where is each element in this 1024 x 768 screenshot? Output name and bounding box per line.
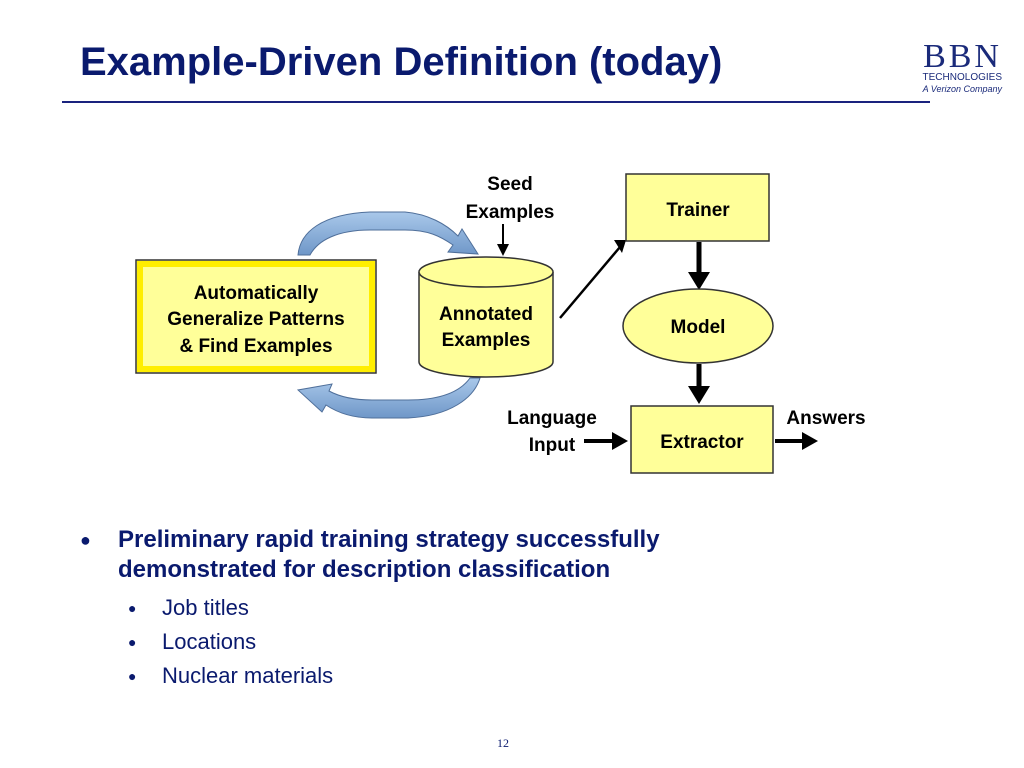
logo-subtitle: TECHNOLOGIES bbox=[922, 72, 1002, 83]
annotated-examples-cylinder: Annotated Examples bbox=[418, 256, 554, 378]
annotated-to-trainer-arrowhead bbox=[614, 240, 626, 253]
model-to-extractor-arrowhead bbox=[688, 386, 710, 404]
answers-arrowhead bbox=[802, 432, 818, 450]
cycle-arrow-top bbox=[297, 211, 479, 256]
seed-label-line-2: Examples bbox=[466, 202, 555, 223]
input-arrowhead bbox=[612, 432, 628, 450]
trainer-to-model-arrowhead bbox=[688, 272, 710, 290]
trainer-box: Trainer bbox=[625, 173, 770, 242]
bullet-dot-icon: ● bbox=[128, 600, 137, 616]
annotated-line-1: Annotated bbox=[439, 304, 533, 325]
language-input-line-2: Input bbox=[529, 435, 576, 456]
sub-bullet: ● Locations bbox=[80, 625, 840, 659]
annotated-line-2: Examples bbox=[442, 330, 531, 351]
bullet-dot-icon: ● bbox=[128, 634, 137, 650]
bullet-main-line-2: demonstrated for description classificat… bbox=[118, 556, 611, 583]
logo-tagline: A Verizon Company bbox=[922, 84, 1002, 94]
bullet-list: ● Preliminary rapid training strategy su… bbox=[80, 525, 840, 693]
annotated-to-trainer-arrow bbox=[559, 246, 621, 319]
bullet-dot-icon: ● bbox=[128, 668, 137, 684]
title-divider bbox=[62, 101, 930, 103]
seed-label-line-1: Seed bbox=[487, 174, 532, 195]
page-number: 12 bbox=[497, 736, 509, 750]
sub-bullet-text: Job titles bbox=[162, 595, 249, 620]
model-ellipse: Model bbox=[622, 288, 774, 364]
seed-arrowhead bbox=[497, 244, 509, 256]
cycle-arrow-bottom bbox=[296, 377, 481, 419]
logo-mark: BBN bbox=[923, 38, 1002, 75]
sub-bullet-text: Locations bbox=[162, 629, 257, 654]
bullet-main: ● Preliminary rapid training strategy su… bbox=[80, 525, 840, 585]
bullet-main-line-1: Preliminary rapid training strategy succ… bbox=[118, 526, 660, 553]
extractor-box: Extractor bbox=[630, 405, 774, 474]
extractor-label: Extractor bbox=[660, 432, 744, 453]
bbn-logo: BBN TECHNOLOGIES A Verizon Company bbox=[900, 38, 1002, 95]
sub-bullet: ● Job titles bbox=[80, 591, 840, 625]
bullet-dot-icon: ● bbox=[80, 530, 91, 550]
generalize-line-1: Automatically bbox=[194, 283, 319, 304]
language-input-line-1: Language bbox=[507, 408, 597, 429]
generalize-line-2: Generalize Patterns bbox=[167, 309, 344, 330]
sub-bullet-text: Nuclear materials bbox=[162, 663, 334, 688]
trainer-label: Trainer bbox=[666, 200, 730, 221]
slide-title: Example-Driven Definition (today) bbox=[80, 40, 723, 84]
answers-label: Answers bbox=[786, 408, 865, 429]
generalize-line-3: & Find Examples bbox=[179, 336, 332, 357]
sub-bullet: ● Nuclear materials bbox=[80, 659, 840, 693]
model-label: Model bbox=[671, 317, 726, 338]
generalize-box: Automatically Generalize Patterns & Find… bbox=[135, 259, 377, 374]
